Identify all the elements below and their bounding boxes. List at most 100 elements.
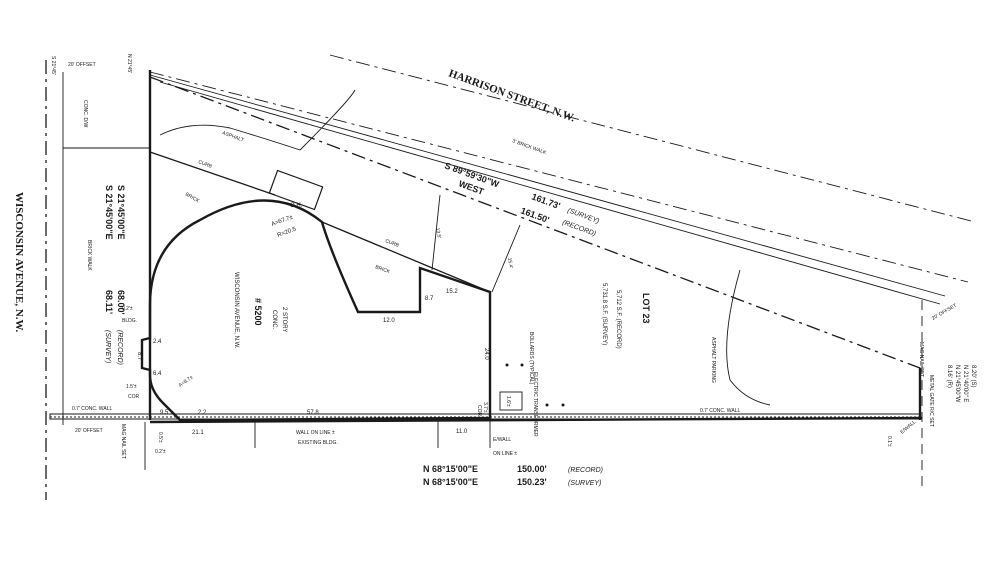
dim-57-8: 57.8 — [307, 410, 319, 416]
dim-11: 11.0 — [456, 429, 468, 435]
label-offset-sw: 20' OFFSET — [75, 428, 103, 434]
dim-21-1: 21.1 — [192, 430, 204, 436]
label-mag-nail-sw: MAG NAIL SET — [120, 424, 126, 459]
label-brick-walk-n: 3' BRICK WALK — [511, 138, 547, 156]
north-property-line — [149, 76, 921, 369]
brick-walk-line — [149, 74, 946, 297]
label-ewall-2: E/WALL — [899, 419, 917, 435]
curb-line — [149, 151, 276, 196]
label-survey-tick-nw: S 21°45' — [50, 56, 56, 75]
south-tag-2: (SURVEY) — [568, 480, 601, 487]
west-tag-2: (SURVEY) — [104, 330, 111, 363]
bollard-1 — [505, 363, 509, 367]
east-line-3: N 21°40'00" E — [962, 365, 968, 402]
curb-line-2 — [321, 221, 491, 293]
label-brick-walk-w: BRICK WALK — [86, 240, 92, 271]
dim-24: 24.0 — [483, 348, 489, 360]
dim-cor: COR — [128, 394, 140, 400]
north-survey-dist: 161.73' — [530, 191, 561, 211]
lot-area-record: 5,712 S.F. (RECORD) — [615, 290, 621, 349]
bollard-4 — [561, 403, 565, 407]
label-survey-tick-nw2: N 21°45' — [126, 54, 132, 73]
bldg-arc-1r: R=20.5 — [277, 226, 298, 239]
east-line-4: 8.20' (S) — [970, 365, 976, 388]
label-conc-wall-e: 0.7' CONC. WALL — [700, 408, 740, 414]
dim-ticks-2 — [491, 224, 521, 293]
dim-0-2-bldg: 0.2'± — [122, 306, 133, 312]
west-bearing-1: S 21°45'00"E — [116, 185, 126, 240]
dim-1-6: 1.6'± — [505, 396, 511, 407]
bldg-stories: 2 STORY — [281, 307, 287, 332]
building-outline — [140, 199, 492, 422]
label-brick-2: BRICK — [374, 264, 391, 275]
west-tag-1: (RECORD) — [116, 330, 123, 365]
label-brick-1: BRICK — [184, 192, 201, 205]
dim-13-5: 13.5' — [434, 227, 442, 239]
dim-ticks-1 — [431, 194, 441, 271]
asphalt-parking-curve — [726, 269, 771, 406]
dim-2-4: 2.4 — [153, 339, 162, 345]
dim-cor-2: COR — [476, 405, 482, 417]
asphalt-curve-2 — [299, 89, 356, 151]
bldg-street: WISCONSIN AVENUE, N.W. — [233, 272, 239, 349]
lot-name: LOT 23 — [641, 293, 651, 324]
harrison-street-row-line-1 — [149, 71, 969, 283]
dim-2-2: 2.2 — [198, 410, 207, 416]
south-dist-2: 150.23' — [517, 477, 547, 487]
label-curb-2: CURB — [384, 238, 400, 249]
dim-1-5-cor: 1.5'± — [126, 384, 137, 390]
label-transformer: ELECTRIC TRANSFORMER — [532, 372, 538, 437]
bldg-arc-1: A=67.7± — [271, 214, 295, 228]
dim-0-1: 0.1'± — [886, 436, 892, 447]
label-bollards: BOLLARDS (TYPICAL) — [528, 332, 534, 385]
label-curb-1: CURB — [197, 159, 213, 170]
south-dist-1: 150.00' — [517, 464, 547, 474]
label-mag-nail-e: MAG NAIL SET — [918, 342, 924, 377]
label-metal-gate: METAL GATE R/C SET — [928, 375, 934, 427]
bldg-number: # 5200 — [253, 298, 263, 326]
label-offset-se: 20' OFFSET — [931, 303, 958, 322]
asphalt-curve-1 — [159, 124, 301, 151]
bldg-oh: O.H. — [290, 203, 303, 209]
south-tag-1: (RECORD) — [568, 467, 603, 474]
east-line-2: 8.16' (R) — [946, 365, 952, 388]
dim-15-2: 15.2 — [446, 289, 458, 295]
label-existing-bldg: EXISTING BLDG. — [298, 440, 338, 446]
label-conc-wall-w: 0.7' CONC. WALL — [72, 406, 112, 412]
dim-8-7b: 8.7 — [136, 352, 142, 361]
dim-3-7-cor: 3.7'± — [482, 402, 488, 413]
south-property-line — [149, 416, 923, 424]
bollard-3 — [545, 403, 549, 407]
harrison-street-row-line-2 — [329, 54, 976, 223]
label-asphalt: ASPHALT — [221, 130, 244, 143]
label-on-line: ON LINE ± — [493, 451, 517, 457]
dim-9-5: 9.5 — [160, 410, 169, 416]
dim-0-2: 0.2'± — [155, 449, 166, 455]
south-bearing-1: N 68°15'00"E — [423, 464, 478, 474]
south-bearing-2: N 68°15'00"E — [423, 477, 478, 487]
overhang-box — [268, 169, 324, 211]
west-dist-1: 68.00' — [116, 290, 126, 315]
dim-bldg: BLDG. — [122, 318, 137, 324]
dim-15-4: 15.4' — [506, 257, 514, 269]
label-conc-dw: CONC. D/W — [82, 100, 88, 128]
label-ewall: E/WALL — [493, 437, 511, 443]
label-offset-nw: 20' OFFSET — [68, 62, 96, 68]
bollard-2 — [520, 363, 524, 367]
brick-walk-line-2 — [159, 81, 941, 305]
west-bearing-2: S 21°45'00"E — [104, 185, 114, 240]
harrison-street-label: HARRISON STREET, N.W. — [447, 68, 577, 125]
bldg-arc-2: A=8.7± — [178, 374, 195, 388]
bldg-material: CONC. — [271, 310, 277, 330]
label-wall-on-line: WALL ON LINE ± — [296, 430, 335, 436]
lot-area-survey: 5,731.8 S.F. (SURVEY) — [601, 283, 607, 345]
dim-6-4: 6.4 — [153, 371, 162, 377]
dim-12: 12.0 — [383, 318, 395, 324]
west-dist-2: 68.11' — [104, 290, 114, 314]
dim-0-5: 0.5'± — [157, 432, 163, 443]
transformer-pad — [499, 391, 523, 411]
east-line-1: N 21°45'00"W — [954, 365, 960, 403]
label-asphalt-parking: ASPHALT PARKING — [710, 337, 716, 383]
dim-8-7: 8.7 — [425, 296, 434, 302]
